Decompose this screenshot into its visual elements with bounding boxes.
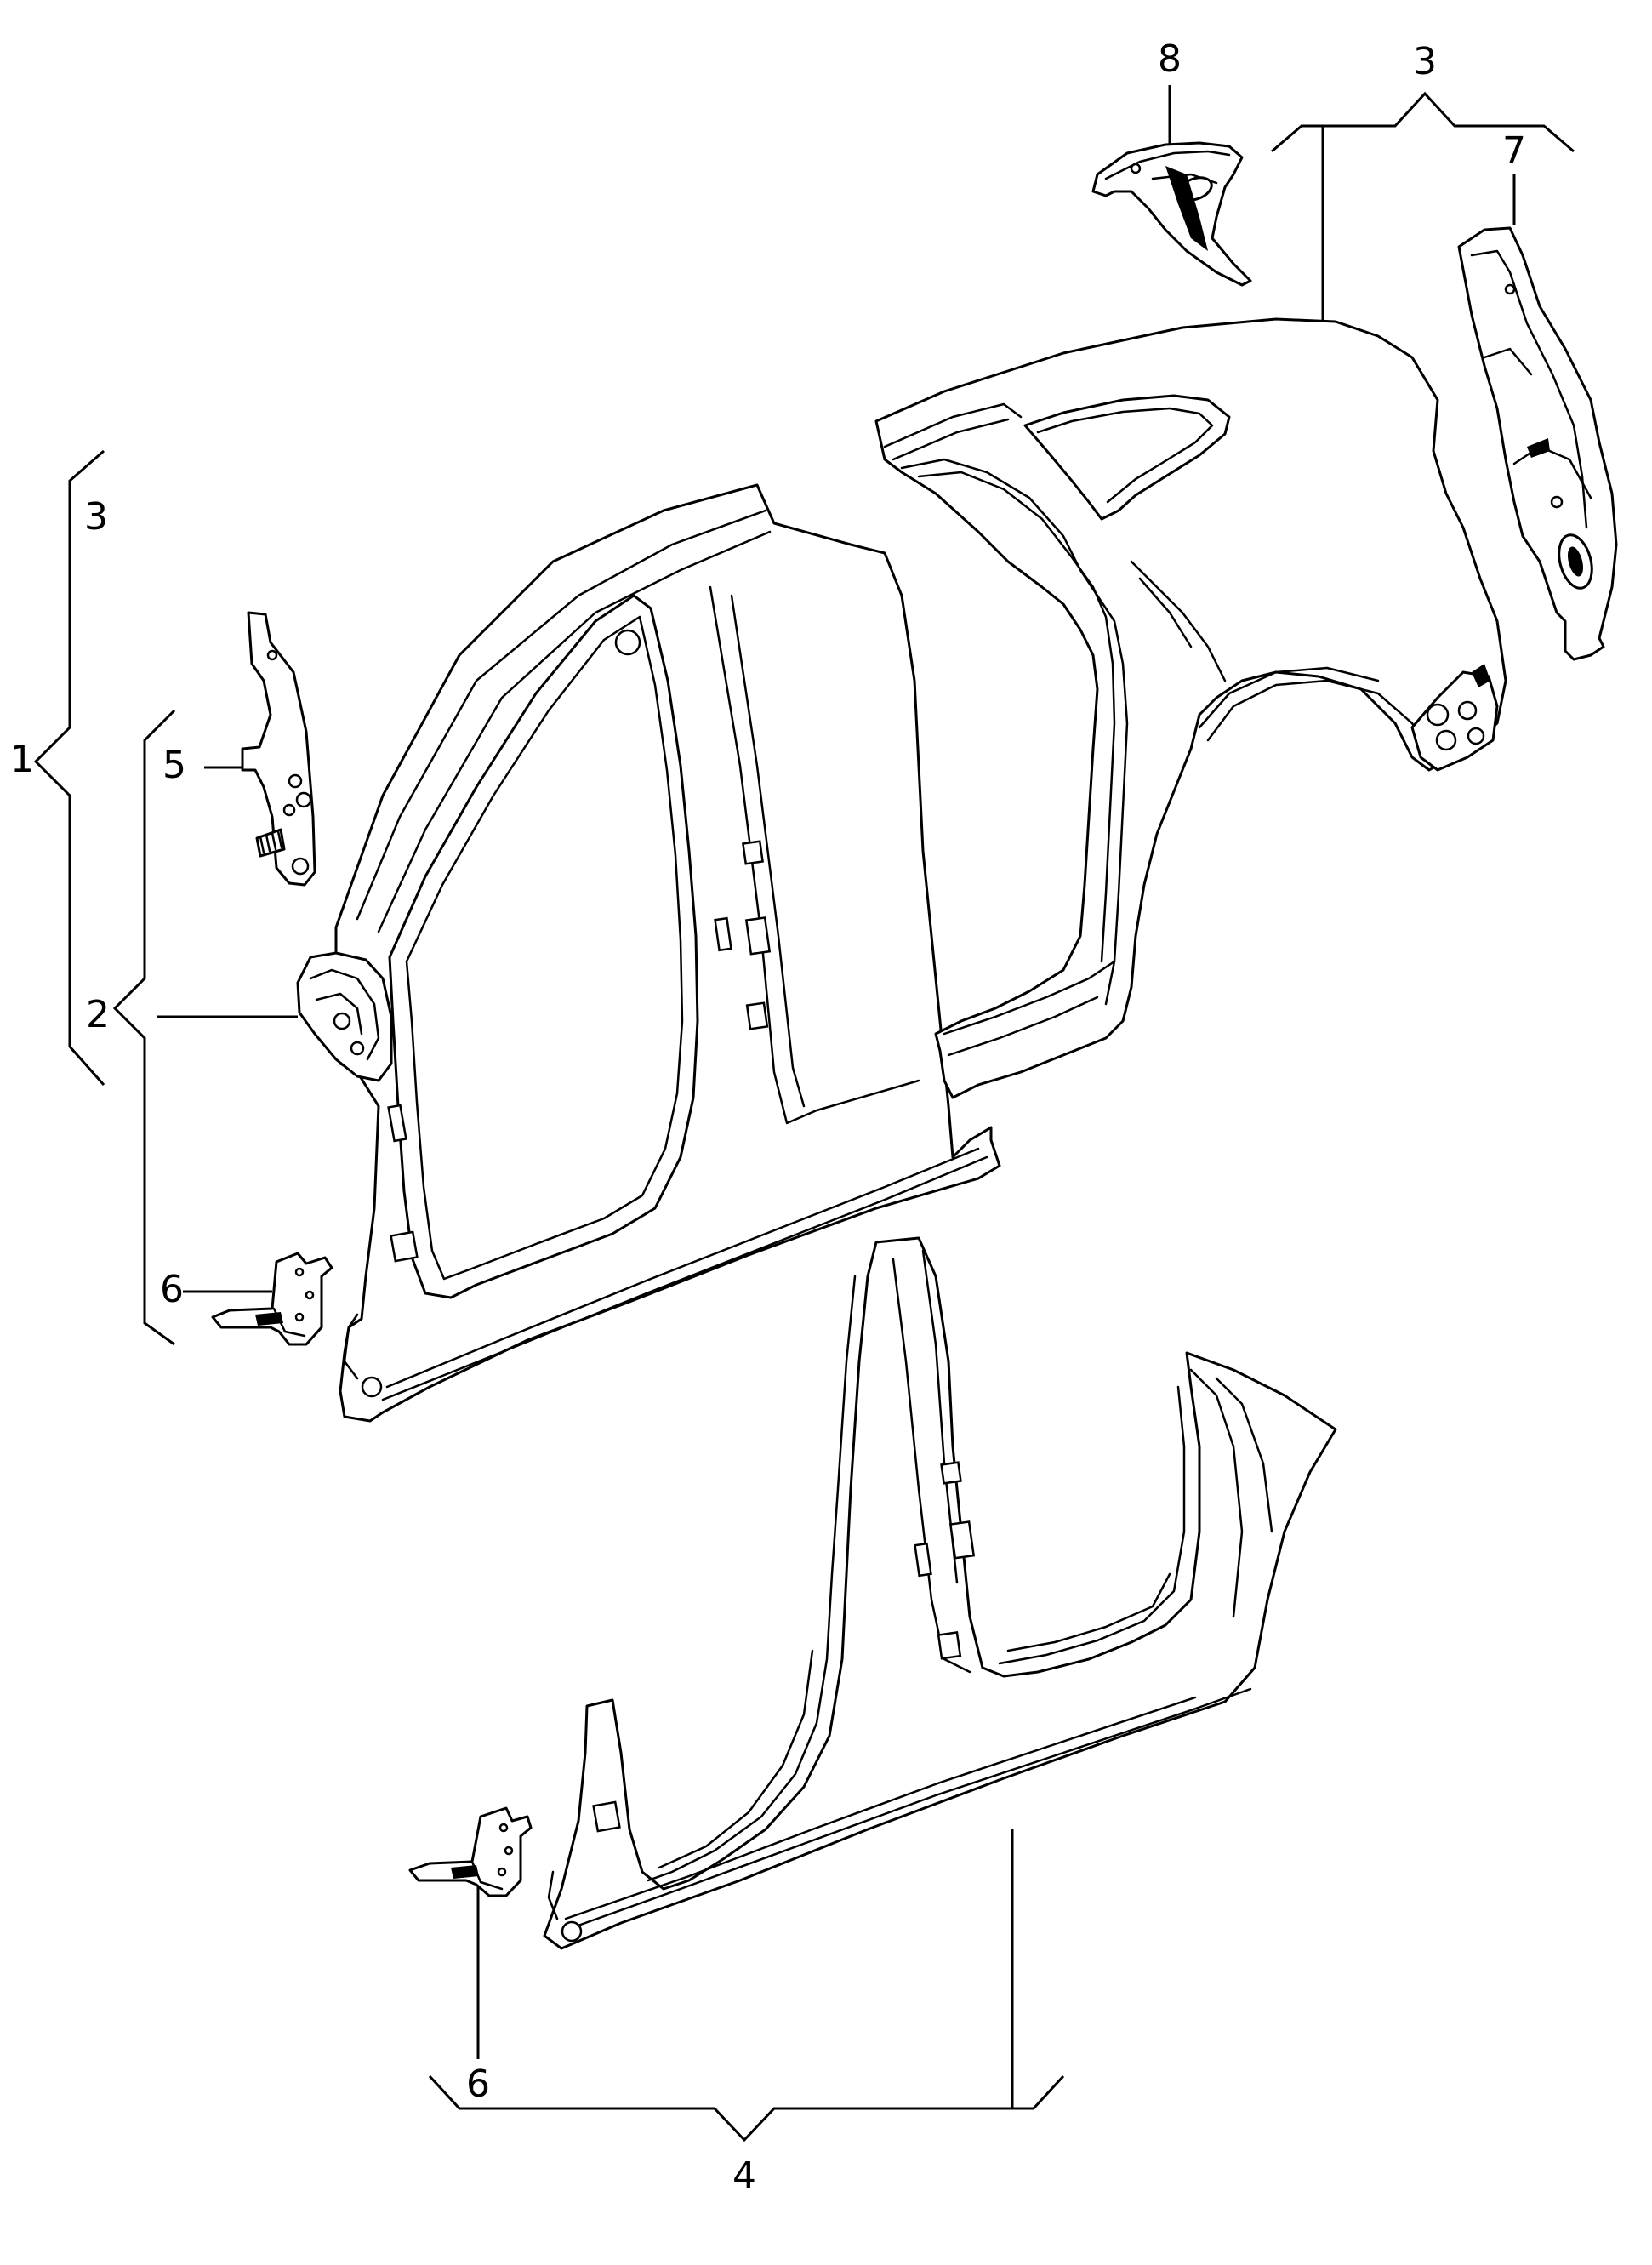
callout-3-left: 3: [84, 495, 108, 539]
part-3-rear-quarter-panel: [874, 317, 1507, 1099]
callout-2: 2: [86, 993, 110, 1036]
part-8-bracket: [1091, 141, 1252, 287]
callout-8: 8: [1158, 37, 1182, 81]
callout-3-top: 3: [1413, 40, 1437, 83]
callout-1: 1: [10, 738, 34, 781]
brace-4: [428, 2074, 1065, 2142]
brace-2: [112, 709, 176, 1346]
part-4-sill-panel: [543, 1236, 1337, 1950]
stud-icon: [255, 828, 286, 858]
part-6-bracket-upper: [211, 1252, 333, 1346]
callout-5: 5: [162, 744, 186, 787]
part-5-bracket: [241, 611, 316, 887]
brace-1: [33, 449, 105, 1086]
part-7-rear-pillar: [1457, 226, 1618, 661]
callout-7: 7: [1502, 129, 1526, 173]
callout-6-upper: 6: [160, 1268, 184, 1311]
brace-3: [1271, 91, 1575, 153]
callout-4: 4: [732, 2154, 756, 2198]
part-2-hinge-reinforcement: [296, 951, 393, 1082]
callout-6-lower: 6: [466, 2062, 490, 2106]
part-6-bracket-lower: [408, 1806, 533, 1897]
front-side-panel: [296, 483, 1001, 1423]
